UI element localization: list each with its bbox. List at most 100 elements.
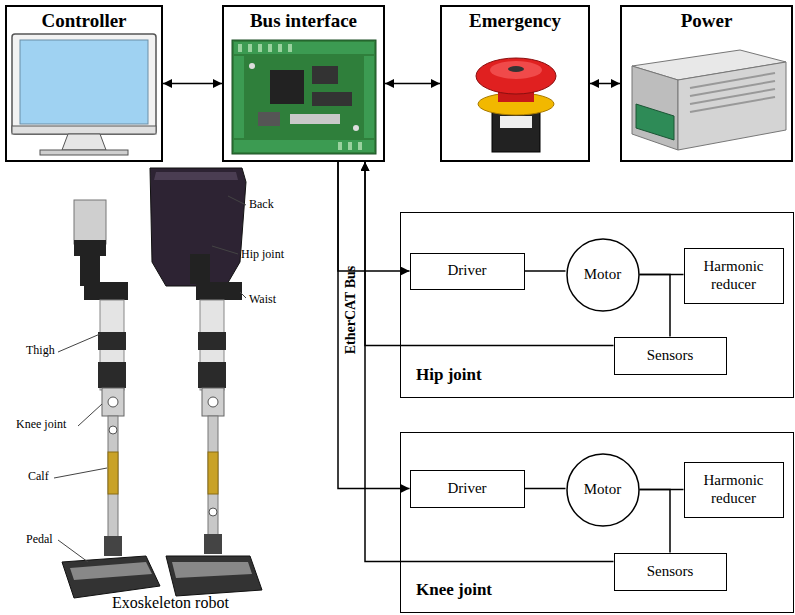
exoskeleton-picture bbox=[62, 168, 262, 598]
leader-lines bbox=[54, 196, 246, 562]
illustration-part bbox=[240, 292, 246, 298]
illustration-part bbox=[109, 426, 117, 434]
illustration-part bbox=[238, 44, 362, 150]
illustration-part bbox=[84, 282, 128, 300]
connector bbox=[640, 490, 671, 553]
illustration-part bbox=[290, 114, 340, 124]
illustration-part bbox=[74, 240, 106, 256]
node-heading: Hip joint bbox=[416, 365, 793, 385]
part-label: Hip joint bbox=[241, 248, 284, 262]
illustration-part bbox=[208, 416, 218, 540]
part-label: Calf bbox=[28, 470, 49, 484]
process-box: Harmonic reducer bbox=[684, 462, 784, 518]
joint-group: Knee joint Driver Motor Harmonic reducerSen… bbox=[400, 432, 794, 613]
illustration-part bbox=[508, 66, 524, 72]
illustration-part bbox=[288, 44, 292, 52]
node-label: Harmonic reducer bbox=[690, 472, 778, 507]
illustration-part bbox=[228, 196, 246, 205]
illustration-part bbox=[632, 66, 678, 150]
illustration-part bbox=[154, 172, 238, 180]
illustration-part bbox=[108, 397, 118, 407]
illustration-part bbox=[212, 246, 238, 254]
illustration-part bbox=[58, 540, 88, 562]
illustration-part bbox=[312, 66, 338, 84]
illustration-part bbox=[690, 73, 775, 88]
illustration-part bbox=[209, 508, 217, 516]
connector bbox=[525, 488, 566, 490]
part-label: Waist bbox=[249, 293, 276, 307]
illustration-part bbox=[108, 452, 118, 494]
illustration-part bbox=[358, 142, 362, 150]
illustration-part bbox=[476, 58, 556, 94]
illustration-part bbox=[40, 150, 128, 155]
illustration-part bbox=[249, 63, 255, 69]
illustration-part bbox=[80, 256, 100, 286]
monitor-picture bbox=[12, 34, 156, 155]
process-box: Harmonic reducer bbox=[684, 248, 784, 304]
connector bbox=[640, 275, 671, 337]
illustration-part bbox=[208, 452, 218, 494]
illustration-part bbox=[690, 73, 775, 112]
illustration-part bbox=[636, 104, 674, 140]
connector bbox=[338, 162, 410, 489]
bus-label: EtherCAT Bus bbox=[343, 266, 359, 355]
connector bbox=[163, 83, 222, 85]
component-box: Power bbox=[620, 5, 793, 162]
component-box: Bus interface bbox=[222, 5, 385, 162]
connector bbox=[525, 270, 566, 272]
illustration-part bbox=[12, 34, 156, 134]
emergency-button-picture bbox=[476, 58, 556, 152]
illustration-part bbox=[150, 168, 246, 286]
illustration-part bbox=[234, 42, 374, 54]
illustration-part bbox=[690, 89, 775, 104]
part-label: Knee joint bbox=[16, 418, 66, 432]
illustration-part bbox=[202, 388, 224, 416]
illustration-part bbox=[98, 332, 126, 350]
illustration-part bbox=[198, 332, 226, 350]
node-label: Sensors bbox=[647, 563, 694, 580]
node-heading: Knee joint bbox=[416, 580, 793, 600]
illustration-part bbox=[690, 81, 775, 96]
illustration-part bbox=[678, 62, 786, 150]
node-heading: Controller bbox=[7, 10, 161, 32]
illustration-part bbox=[62, 556, 160, 598]
part-label: Exoskeleton robot bbox=[112, 594, 229, 612]
illustration-part bbox=[338, 142, 342, 150]
illustration-part bbox=[690, 97, 775, 112]
illustration-part bbox=[172, 562, 252, 578]
node-heading: Power bbox=[622, 10, 791, 32]
illustration-part bbox=[353, 125, 359, 131]
illustration-part bbox=[198, 362, 226, 388]
part-label: Pedal bbox=[26, 533, 53, 547]
illustration-part bbox=[78, 404, 102, 426]
illustration-part bbox=[196, 282, 242, 300]
illustration-part bbox=[108, 416, 118, 540]
illustration-part bbox=[258, 112, 280, 126]
illustration-part bbox=[58, 334, 100, 352]
part-label: Back bbox=[249, 198, 274, 212]
process-box: Driver bbox=[410, 253, 525, 290]
illustration-part bbox=[268, 44, 272, 52]
motor-circle: Motor bbox=[566, 238, 640, 312]
illustration-part bbox=[12, 126, 156, 134]
connector bbox=[385, 83, 440, 85]
illustration-part bbox=[364, 56, 374, 138]
connector bbox=[338, 162, 410, 271]
illustration-part bbox=[270, 70, 304, 104]
node-label: Harmonic reducer bbox=[690, 258, 778, 293]
node-label: Motor bbox=[584, 266, 622, 283]
motor-circle: Motor bbox=[566, 453, 640, 527]
illustration-part bbox=[62, 134, 106, 150]
process-box: Sensors bbox=[614, 553, 727, 591]
power-supply-picture bbox=[632, 50, 786, 150]
node-label: Motor bbox=[584, 481, 622, 498]
illustration-part bbox=[20, 40, 148, 124]
pcb-picture bbox=[232, 40, 376, 154]
illustration-part bbox=[312, 92, 352, 106]
part-label: Thigh bbox=[26, 344, 55, 358]
process-box: Driver bbox=[410, 470, 525, 508]
